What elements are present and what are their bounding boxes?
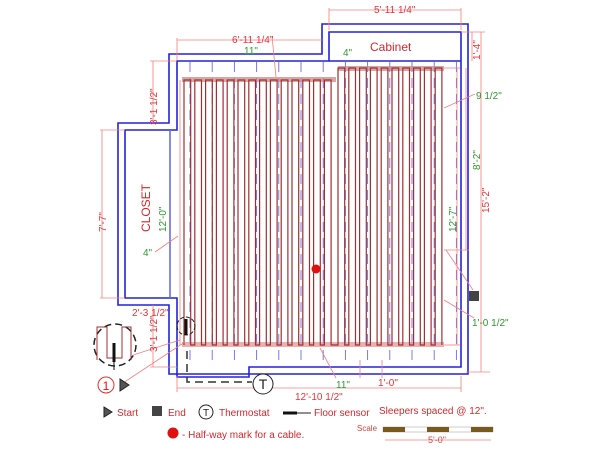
note-gap-end: 1'-0 1/2" — [472, 318, 509, 329]
start-marker-icon — [119, 378, 130, 392]
note-gap-top-right: 4" — [343, 48, 353, 59]
note-gap-bottom: 11" — [336, 380, 350, 391]
dim-cable-run-left: 12'-0" — [158, 206, 169, 232]
end-marker-icon — [469, 291, 479, 301]
dim-left-top-offset: 3'-1 1/2" — [149, 88, 160, 125]
dimension-lines — [100, 8, 490, 392]
legend-halfway: - Half-way mark for a cable. — [182, 430, 304, 441]
note-gap-top-left: 11" — [244, 46, 258, 57]
dim-top-left-width: 6'-11 1/4" — [232, 35, 274, 46]
sleepers — [189, 62, 457, 366]
note-gap-right: 9 1/2" — [476, 91, 502, 102]
scale-value: 5'-0" — [428, 435, 446, 445]
legend-start: Start — [117, 408, 138, 419]
dim-sleeper-spacing: 1'-0" — [378, 378, 398, 389]
legend-end-icon — [152, 406, 162, 416]
legend-start-icon — [103, 406, 113, 418]
dim-left-bottom-offset: 3'-1 1/2" — [149, 315, 160, 352]
note-gap-closet: 4" — [143, 248, 153, 259]
dim-top-right-width: 5'-11 1/4" — [374, 5, 416, 16]
scale-bar — [382, 426, 494, 441]
dim-room-length: 15'-2" — [481, 187, 492, 213]
dim-cable-right-run: 8'-2" — [472, 150, 483, 170]
legend-thermostat: Thermostat — [219, 408, 270, 419]
dim-closet-bottom-offset: 2'-3 1/2" — [132, 308, 169, 319]
halfway-mark — [311, 264, 321, 274]
start-number: 1 — [103, 379, 110, 393]
dim-cabinet-depth: 1'-4" — [472, 40, 483, 60]
legend-floor-sensor: Floor sensor — [314, 408, 370, 419]
thermostat-icon[interactable] — [252, 373, 274, 395]
cabinet-label: Cabinet — [370, 40, 412, 54]
outer-wall — [117, 23, 469, 375]
closet-label: CLOSET — [139, 183, 153, 232]
dim-cable-run-right: 12'-7" — [448, 206, 459, 232]
sensor-wire — [186, 351, 252, 383]
scale-label: Scale — [357, 424, 378, 433]
legend-sleepers: Sleepers spaced @ 12". — [379, 406, 487, 417]
inner-wall — [124, 31, 462, 378]
legend-halfway-icon — [167, 427, 179, 439]
heating-cable — [183, 67, 443, 346]
walls — [117, 23, 469, 378]
cable-band-top-right — [338, 66, 444, 71]
dim-room-width: 12'-10 1/2" — [295, 392, 343, 403]
start-number-circle — [97, 376, 115, 394]
legend-end: End — [168, 408, 186, 419]
legend-thermostat-icon — [198, 404, 214, 420]
thermostat-symbol: T — [259, 376, 268, 392]
legend-thermostat-symbol: T — [203, 408, 209, 419]
dim-closet-length: 7'-7" — [98, 212, 109, 232]
